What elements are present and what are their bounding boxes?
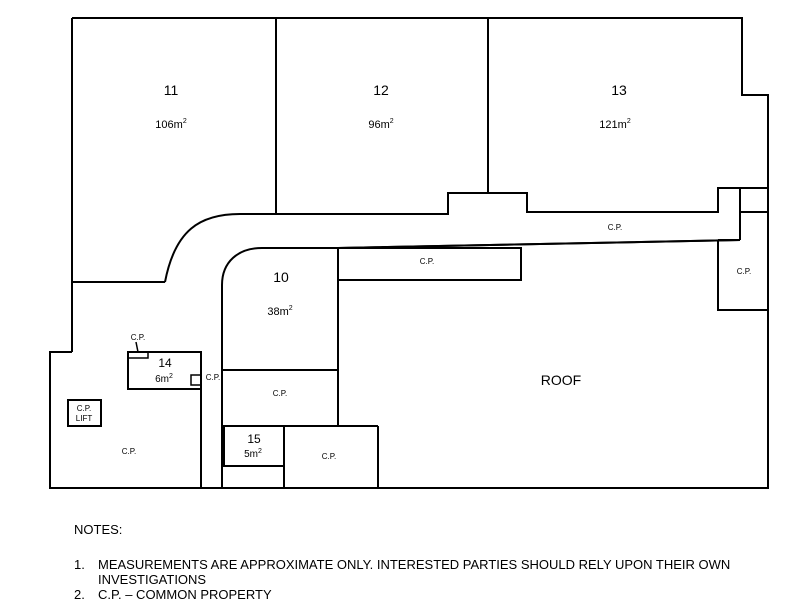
lot-14-cp-leader: [135, 341, 139, 353]
note-item: 2. C.P. – COMMON PROPERTY: [74, 587, 774, 602]
lot-11-number: 11: [164, 82, 179, 98]
note-text: MEASUREMENTS ARE APPROXIMATE ONLY. INTER…: [98, 557, 731, 587]
lift-label-line2: LIFT: [76, 414, 93, 423]
cp-label-bottom-mid: C.P.: [322, 452, 337, 461]
floor-plan: 11 106m2 12 96m2 13 121m2 10 38m2 14 6m2…: [49, 17, 769, 489]
cp-label-lot14-side: C.P.: [206, 373, 221, 382]
lot-15-area: 5m2: [244, 448, 262, 460]
lift-box: [67, 399, 102, 427]
cp-label-lower-left: C.P.: [273, 389, 288, 398]
notes-section: NOTES: 1. MEASUREMENTS ARE APPROXIMATE O…: [74, 522, 774, 602]
corridor-lower-right: [337, 239, 741, 249]
lift-label-line1: C.P.: [77, 404, 92, 413]
lot-14-side-cp: [190, 374, 202, 386]
lot-13-number: 13: [611, 82, 627, 98]
lot-12-area: 96m2: [368, 118, 393, 131]
lot-14-area: 6m2: [155, 373, 173, 385]
corridor-lower-edge: [221, 239, 741, 488]
cp-box-upper: [337, 247, 522, 281]
lot-15-number: 15: [247, 432, 261, 446]
cp-label-corridor: C.P.: [608, 223, 623, 232]
note-text: C.P. – COMMON PROPERTY: [98, 587, 272, 602]
lot-14-box: [127, 351, 202, 390]
corridor-upper-edge: [164, 187, 768, 283]
lot-12-number: 12: [373, 82, 389, 98]
cp-label-bottom-left: C.P.: [122, 447, 137, 456]
roof-label: ROOF: [541, 372, 581, 388]
lot-10-number: 10: [273, 269, 289, 285]
cp-label-right: C.P.: [737, 267, 752, 276]
lot-14-number: 14: [158, 356, 172, 370]
lot-10-area: 38m2: [267, 305, 292, 318]
cp-label-lot14-top: C.P.: [131, 333, 146, 342]
lot-13-area: 121m2: [599, 118, 631, 131]
cp-label-upper-box: C.P.: [420, 257, 435, 266]
outer-left-step: [49, 310, 769, 489]
note-item: 1. MEASUREMENTS ARE APPROXIMATE ONLY. IN…: [74, 557, 774, 587]
lot-11-area: 106m2: [155, 118, 187, 131]
note-number: 1.: [74, 557, 85, 572]
notes-heading: NOTES:: [74, 522, 123, 537]
outer-boundary: [72, 17, 769, 311]
note-number: 2.: [74, 587, 85, 602]
